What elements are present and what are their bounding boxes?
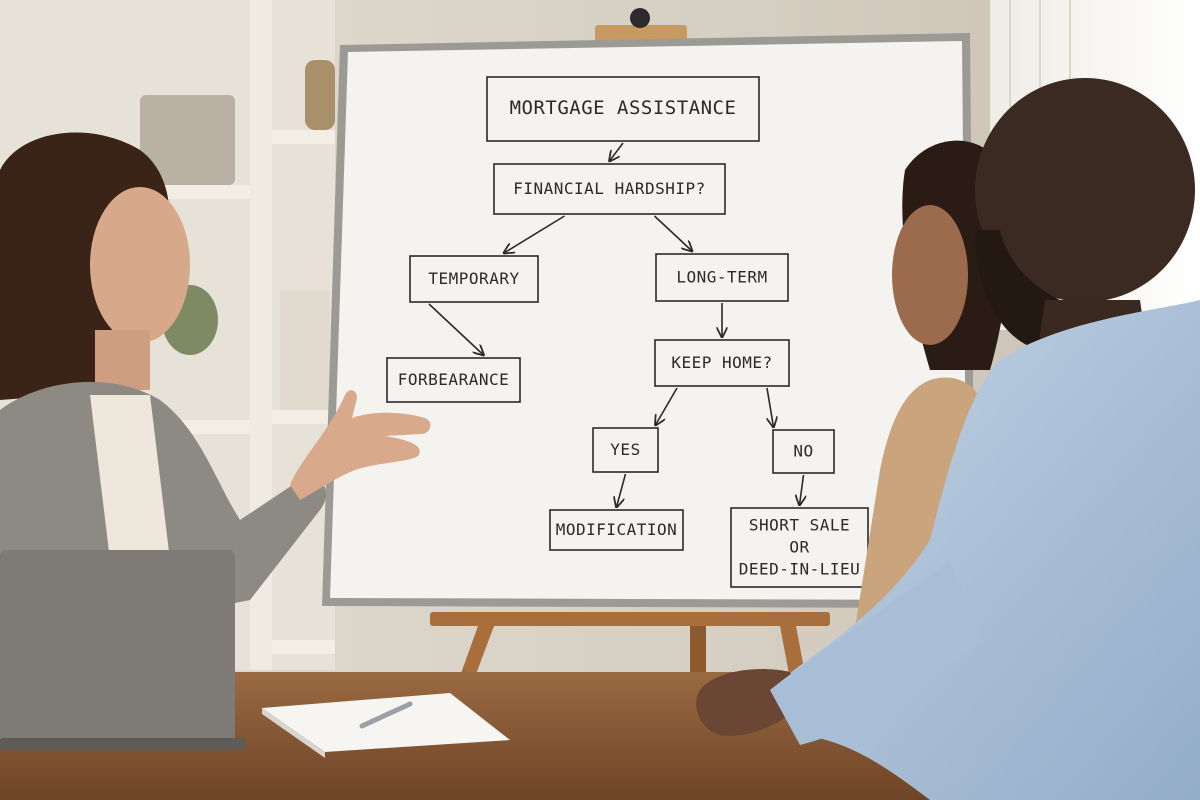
easel-knob — [630, 8, 650, 28]
shelf-basket — [140, 95, 235, 185]
flow-arrow-mortgage-to-hardship — [610, 142, 624, 161]
flow-label-longterm: LONG-TERM — [676, 268, 767, 287]
flow-label-mortgage: MORTGAGE ASSISTANCE — [510, 97, 737, 119]
flow-label-shortsale-line-1: SHORT SALE — [749, 516, 850, 535]
shelf-vase — [305, 60, 335, 130]
flow-arrow-yes-to-modification — [617, 473, 627, 507]
flow-box-forbearance — [386, 357, 521, 403]
easel-top-clip — [595, 25, 687, 43]
laptop — [0, 550, 245, 750]
flow-label-modification: MODIFICATION — [556, 520, 678, 539]
woman-neck — [95, 330, 150, 390]
flow-label-forbearance: FORBEARANCE — [398, 370, 509, 389]
flow-arrow-temporary-to-forbearance — [428, 303, 484, 355]
shelf-books — [280, 290, 330, 410]
man-client — [696, 78, 1200, 800]
man-sleeve — [770, 560, 980, 745]
man-head — [975, 78, 1195, 302]
flow-label-temporary: TEMPORARY — [428, 269, 519, 288]
flow-box-keephome — [654, 339, 790, 387]
flow-box-modification — [549, 509, 684, 551]
flow-box-temporary — [409, 255, 539, 303]
flow-arrow-hardship-to-temporary — [504, 215, 565, 253]
flowchart: MORTGAGE ASSISTANCE FINANCIAL HARDSHIP? TE… — [386, 76, 869, 588]
client-sweater — [850, 377, 986, 660]
flow-arrow-keephome-to-no — [766, 387, 774, 427]
man-beard — [975, 230, 1060, 350]
woman-face — [90, 187, 190, 343]
flow-label-no: NO — [793, 442, 813, 461]
notepad — [262, 693, 510, 758]
flow-box-no — [772, 429, 835, 474]
flow-box-shortsale — [730, 507, 869, 588]
woman-hand — [290, 390, 431, 500]
flow-arrow-keephome-to-yes — [656, 387, 678, 425]
flow-label-shortsale-line-3: DEED-IN-LIEU — [739, 560, 861, 579]
flow-arrow-no-to-shortsale — [800, 474, 804, 505]
pen-icon — [359, 701, 413, 729]
flow-arrow-hardship-to-longterm — [653, 215, 693, 251]
flow-label-yes: YES — [610, 440, 640, 459]
flow-box-yes — [592, 427, 659, 473]
flow-label-hardship: FINANCIAL HARDSHIP? — [513, 179, 706, 198]
flow-box-longterm — [655, 253, 789, 302]
client-face — [892, 205, 968, 345]
flow-box-mortgage — [486, 76, 760, 142]
flow-box-hardship — [493, 163, 726, 215]
flow-label-shortsale-line-2: OR — [789, 538, 809, 557]
flow-label-keephome: KEEP HOME? — [671, 353, 772, 372]
woman-top — [90, 395, 170, 560]
